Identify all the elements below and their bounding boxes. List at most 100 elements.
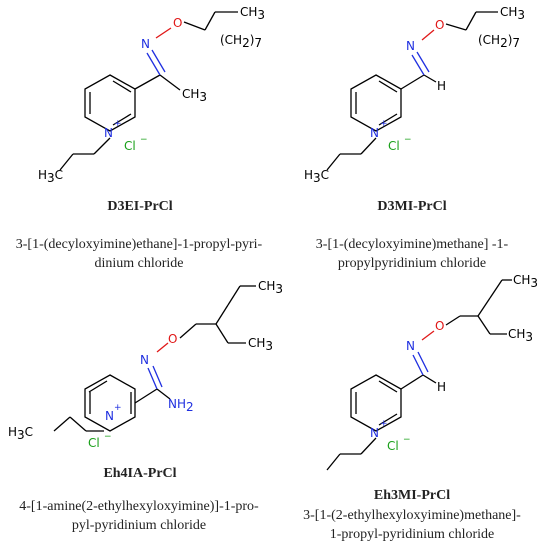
imine-double-bond: [147, 367, 158, 390]
charge-minus: −: [140, 135, 148, 145]
charge-plus: +: [380, 419, 388, 429]
compound-code: Eh3MI-PrCl: [373, 488, 451, 503]
bond: [326, 453, 341, 471]
compound-name-line1: 3-[1-(decyloxyimine)methane] -1-: [315, 237, 509, 252]
atom-h: H: [437, 79, 446, 93]
ring-double-bond: [378, 413, 398, 426]
atom-ch3: CH3: [248, 336, 273, 353]
pyridine-ring: [84, 74, 136, 132]
imine-double-bond: [417, 351, 429, 373]
atom-ch3: CH3: [182, 87, 207, 104]
compound-code: D3EI-PrCl: [107, 199, 173, 214]
atom-n: N: [406, 339, 415, 353]
compound-name-line1: 3-[1-(2-ethylhexyloxyimine)methane]-: [303, 508, 521, 523]
charge-minus: −: [403, 435, 411, 445]
atom-ch3: CH3: [513, 273, 538, 290]
bond: [421, 29, 435, 41]
bond: [155, 27, 172, 39]
bond: [159, 74, 181, 91]
ring-double-bond: [112, 80, 132, 93]
atom-n: N: [141, 37, 150, 51]
bond: [183, 21, 206, 31]
atom-ch3: CH3: [258, 279, 283, 296]
bond: [53, 416, 71, 432]
structure-d3mi-prcl: N O CH3 (CH2)7 H N + Cl − H3C: [304, 5, 525, 185]
atom-h3c: H3C: [8, 425, 33, 442]
bond: [421, 330, 435, 341]
bond: [445, 23, 467, 31]
bond: [179, 323, 197, 339]
atom-ch3: CH3: [500, 5, 525, 22]
compound-name-line2: propylpyridinium chloride: [337, 256, 487, 271]
atom-n-plus: N: [370, 426, 379, 440]
structure-d3ei-prcl: N O CH3 (CH2)7 CH3 N + Cl − H3C: [38, 5, 265, 185]
atom-nh2: NH2: [168, 397, 194, 414]
bond: [215, 304, 229, 325]
ring-double-bond: [378, 380, 398, 393]
compound-code: D3MI-PrCl: [377, 199, 447, 214]
compound-code: Eh4IA-PrCl: [103, 466, 177, 481]
compound-name-line2: dinium chloride: [94, 256, 184, 271]
bond: [156, 388, 171, 400]
pyridine-ring: [84, 374, 136, 432]
bond: [59, 153, 74, 171]
imine-double-bond: [416, 51, 430, 73]
bond: [400, 74, 425, 90]
pyridine-ring: [350, 374, 402, 432]
compound-name-line1: 4-[1-amine(2-ethylhexyloxyimine)]-1-pro-: [19, 499, 259, 514]
bond: [134, 74, 161, 90]
bond: [227, 285, 241, 306]
bond: [326, 153, 341, 171]
charge-plus: +: [380, 119, 388, 129]
pyridine-ring: [350, 74, 402, 132]
atom-ch3: CH3: [240, 5, 265, 22]
imine-double-bond: [411, 54, 425, 76]
bond: [445, 315, 461, 326]
bond: [465, 11, 477, 31]
atom-h3c: H3C: [38, 168, 63, 185]
bond: [423, 74, 437, 83]
structure-eh4ia-prcl: N O CH3 CH3 NH2 N + Cl − H3C: [8, 279, 283, 450]
ring-double-bond: [88, 380, 108, 393]
atom-cl: Cl: [88, 436, 100, 450]
atom-ch2: (CH2)7: [220, 33, 262, 50]
bond: [477, 315, 491, 335]
atom-o: O: [168, 332, 177, 346]
compound-name-line1: 3-[1-(decyloxyimine)ethane]-1-propyl-pyr…: [15, 237, 263, 252]
bond: [400, 374, 424, 390]
charge-plus: +: [114, 403, 122, 413]
atom-n-plus: N: [370, 126, 379, 140]
ring-double-bond: [378, 113, 398, 126]
bond: [360, 437, 377, 455]
atom-n: N: [406, 39, 415, 53]
atom-o: O: [173, 16, 182, 30]
bond: [69, 416, 87, 432]
ring-double-bond: [378, 80, 398, 93]
atom-ch2: (CH2)7: [478, 33, 520, 50]
bond: [477, 297, 491, 317]
bond: [215, 323, 229, 344]
atom-n-plus: N: [104, 126, 113, 140]
charge-minus: −: [404, 135, 412, 145]
bond: [489, 279, 503, 299]
imine-double-bond: [146, 52, 161, 76]
atom-o: O: [435, 319, 444, 333]
bond: [134, 388, 158, 404]
bond: [422, 374, 437, 384]
charge-minus: −: [104, 432, 112, 442]
charge-plus: +: [114, 119, 122, 129]
imine-double-bond: [151, 49, 166, 73]
atom-cl: Cl: [388, 139, 400, 153]
bond: [156, 342, 169, 353]
bond: [93, 137, 111, 155]
atom-o: O: [435, 18, 444, 32]
bond: [204, 11, 216, 31]
atom-h3c: H3C: [304, 168, 329, 185]
imine-double-bond: [412, 354, 424, 376]
atom-ch3: CH3: [508, 327, 533, 344]
atom-cl: Cl: [124, 139, 136, 153]
compound-name-line2: 1-propyl-pyridinium chloride: [329, 527, 495, 542]
bond: [360, 137, 377, 155]
